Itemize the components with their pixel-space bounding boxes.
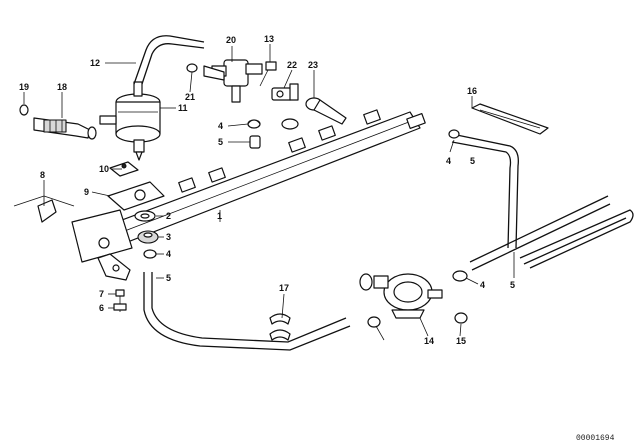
valve-20 [203, 59, 263, 103]
callout-2: 2 [166, 211, 171, 221]
callout-16: 16 [467, 86, 477, 96]
callout-4-b: 4 [166, 249, 171, 259]
clamp-4-upper [247, 119, 261, 129]
return-hose-lower [143, 272, 351, 351]
clamp-4-rail-right [448, 129, 460, 139]
fuel-rail [71, 109, 426, 281]
callout-5-a: 5 [218, 137, 223, 147]
leader-lines [13, 44, 515, 341]
callout-22: 22 [287, 60, 297, 70]
callout-12: 12 [90, 58, 100, 68]
callout-7: 7 [99, 289, 104, 299]
callout-8: 8 [40, 170, 45, 180]
washer-2 [134, 210, 156, 222]
bolt-6-7 [113, 289, 127, 312]
clip-21 [186, 63, 198, 73]
pressure-regulator-lower [359, 273, 443, 319]
vacuum-hose-12 [133, 35, 205, 85]
clamp-4-right [452, 270, 468, 282]
nut-3 [137, 230, 159, 244]
connector-22 [271, 83, 299, 101]
callout-19: 19 [19, 82, 29, 92]
hose-16 [471, 103, 549, 135]
clamp-4-lower [367, 316, 381, 328]
callout-4-d: 4 [480, 280, 485, 290]
bracket-10 [109, 161, 139, 177]
callout-13: 13 [264, 34, 274, 44]
pressure-regulator-upper [99, 81, 161, 161]
hose-23 [305, 97, 347, 125]
callout-4-a: 4 [218, 121, 223, 131]
callout-4-c: 4 [446, 156, 451, 166]
hose-piece-5-upper [249, 135, 261, 149]
callout-21: 21 [185, 92, 195, 102]
callout-6: 6 [99, 303, 104, 313]
clamp-4-left [143, 249, 157, 259]
callout-11: 11 [178, 103, 188, 113]
callout-9: 9 [84, 187, 89, 197]
fuel-pipes-right [469, 195, 634, 271]
callout-5-c: 5 [470, 156, 475, 166]
diagram-reference-number: 00001694 [576, 434, 615, 443]
return-hose-right [451, 133, 519, 249]
clamp-15 [454, 312, 468, 324]
callout-14: 14 [424, 336, 434, 346]
callout-23: 23 [308, 60, 318, 70]
callout-20: 20 [226, 35, 236, 45]
clamp-near-rail [281, 118, 299, 130]
callout-17: 17 [279, 283, 289, 293]
callout-10: 10 [99, 164, 109, 174]
callout-labels: 1 2 3 4 4 4 4 5 5 5 5 6 7 8 9 10 11 12 1… [19, 34, 515, 346]
callout-1: 1 [217, 211, 222, 221]
o-ring-19 [19, 104, 29, 116]
hose-clip-17 [269, 313, 291, 341]
callout-5-b: 5 [166, 273, 171, 283]
bolt-13 [259, 61, 277, 87]
callout-15: 15 [456, 336, 466, 346]
bracket-9 [107, 181, 165, 211]
callout-3: 3 [166, 232, 171, 242]
callout-18: 18 [57, 82, 67, 92]
fuel-injector [33, 117, 97, 140]
clip-8 [37, 199, 57, 223]
callout-5-d: 5 [510, 280, 515, 290]
